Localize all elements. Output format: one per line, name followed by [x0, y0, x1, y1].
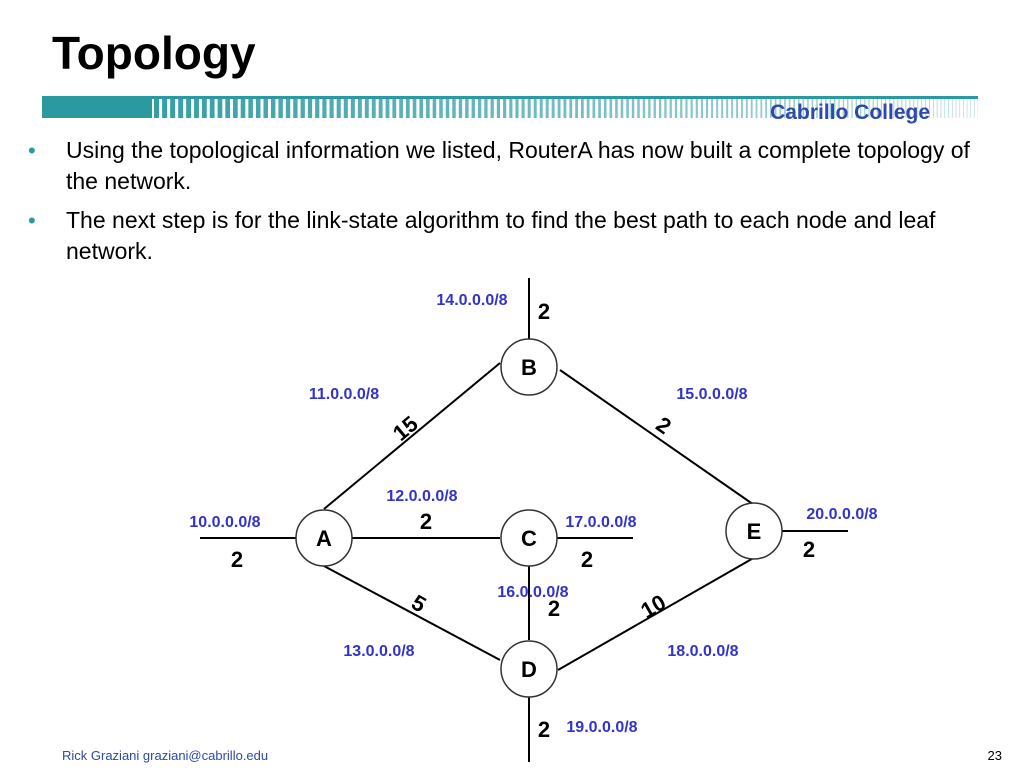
- college-name: Cabrillo College: [770, 101, 930, 124]
- network-label-a-d: 13.0.0.0/8: [343, 643, 414, 660]
- bullet-list: • Using the topological information we li…: [28, 135, 1003, 275]
- node-label-e: E: [747, 519, 762, 544]
- bullet-text: Using the topological information we lis…: [66, 137, 970, 194]
- router-node-b: B: [500, 338, 558, 396]
- node-label-d: D: [521, 657, 537, 682]
- network-label-a-c: 12.0.0.0/8: [386, 488, 457, 505]
- stub-cost-label-c: 2: [581, 547, 593, 572]
- link-a-d: [323, 565, 501, 661]
- cost-label-d-e: 10: [636, 589, 670, 623]
- node-label-b: B: [521, 355, 537, 380]
- cost-label-a-d: 5: [407, 590, 430, 618]
- network-label-c-d: 16.0.0.0/8: [497, 584, 568, 601]
- router-node-e: E: [725, 502, 783, 560]
- bullet-icon: •: [28, 138, 36, 163]
- network-label-b-e: 15.0.0.0/8: [676, 386, 747, 403]
- stub-cost-label-d: 2: [538, 717, 550, 742]
- cost-label-a-c: 2: [420, 509, 432, 534]
- network-label-d-e: 18.0.0.0/8: [667, 643, 738, 660]
- footer-author: Rick Graziani graziani@cabrillo.edu: [62, 748, 269, 763]
- page-number: 23: [987, 748, 1002, 763]
- bullet-item: • The next step is for the link-state alg…: [28, 205, 1003, 267]
- bullet-icon: •: [28, 208, 36, 233]
- slide-title: Topology: [52, 27, 256, 79]
- stub-network-label-c: 17.0.0.0/8: [565, 514, 636, 531]
- stub-network-label-d: 19.0.0.0/8: [566, 719, 637, 736]
- node-label-a: A: [316, 526, 332, 551]
- stub-network-label-a: 10.0.0.0/8: [189, 514, 260, 531]
- bullet-text: The next step is for the link-state algo…: [66, 207, 936, 264]
- bullet-item: • Using the topological information we li…: [28, 135, 1003, 197]
- cost-label-c-d: 2: [548, 596, 560, 621]
- network-label-a-b: 11.0.0.0/8: [309, 386, 379, 403]
- link-d-e: [557, 555, 758, 671]
- router-node-c: C: [500, 509, 558, 567]
- node-label-c: C: [521, 526, 537, 551]
- link-b-e: [559, 369, 758, 508]
- stub-cost-label-b: 2: [538, 299, 550, 324]
- link-a-b: [323, 362, 501, 510]
- stub-cost-label-e: 2: [803, 537, 815, 562]
- stub-cost-label-a: 2: [231, 547, 243, 572]
- router-node-a: A: [295, 509, 353, 567]
- router-node-d: D: [500, 640, 558, 698]
- header-stripe-bar: [42, 96, 978, 118]
- stub-network-label-e: 20.0.0.0/8: [806, 506, 877, 523]
- stub-network-label-b: 14.0.0.0/8: [436, 292, 507, 309]
- cost-label-a-b: 15: [388, 411, 423, 446]
